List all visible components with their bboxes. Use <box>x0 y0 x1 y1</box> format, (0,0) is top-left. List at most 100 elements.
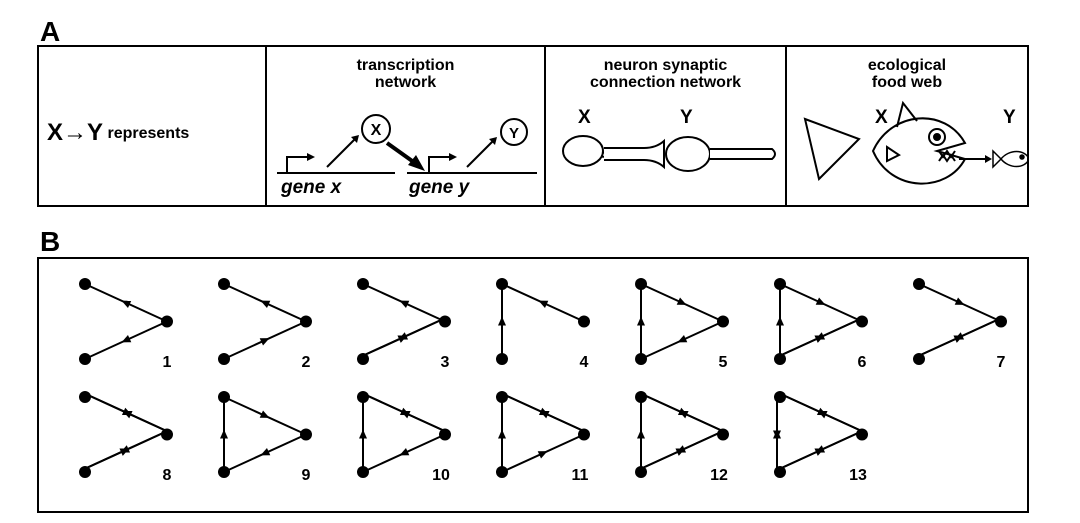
neuron-illustration <box>562 135 776 172</box>
transcription-network-title: transcription network <box>356 57 455 91</box>
motif-arrowhead <box>398 332 409 340</box>
motif-label: 5 <box>719 354 728 371</box>
motif-node <box>774 391 786 403</box>
food-web-x-label: X <box>875 107 888 128</box>
panel-a: X→Y represents transcription network X Y… <box>37 45 1029 207</box>
motif-arrowhead <box>776 316 784 326</box>
motif-arrowhead <box>539 410 550 419</box>
food-web-cell: ecological food web X Y <box>787 47 1027 205</box>
motif-arrowhead <box>954 332 965 340</box>
represents-label: X→Y represents <box>47 119 189 147</box>
motif-node <box>578 428 590 441</box>
motif-node <box>913 278 925 290</box>
motif-12: 12 <box>635 391 729 484</box>
motif-label: 12 <box>710 467 728 484</box>
motif-node <box>995 315 1007 328</box>
motif-label: 10 <box>432 467 450 484</box>
node-y-label: Y <box>509 125 519 142</box>
node-y-circle <box>500 118 528 146</box>
motif-label: 6 <box>858 354 867 371</box>
motif-2: 2 <box>218 278 312 371</box>
motif-arrowhead <box>498 316 506 326</box>
motif-node <box>161 315 173 328</box>
motif-node <box>496 391 508 403</box>
motif-node <box>218 278 230 290</box>
motif-label: 11 <box>572 467 589 484</box>
represents-y: Y <box>87 119 104 146</box>
motif-node <box>913 353 925 365</box>
motif-arrowhead <box>260 300 271 309</box>
motif-node <box>79 466 91 478</box>
node-x-label: X <box>371 122 382 139</box>
motif-arrowhead <box>121 300 132 309</box>
represents-text: represents <box>107 125 190 142</box>
motif-node <box>218 391 230 403</box>
motif-label: 9 <box>302 467 311 484</box>
transcription-network-illustration: X Y <box>277 114 537 174</box>
represents-cell: X→Y represents <box>39 47 267 205</box>
motif-arrowhead <box>259 410 270 418</box>
food-web-title: ecological food web <box>867 57 947 91</box>
big-fish-icon <box>803 100 967 185</box>
motif-node <box>218 466 230 478</box>
motif-arrowhead <box>259 338 270 346</box>
motif-arrowhead <box>676 297 687 305</box>
motif-node <box>774 466 786 478</box>
motif-label: 4 <box>580 354 589 371</box>
motif-arrowhead <box>537 451 548 459</box>
neuron-x-label: X <box>578 107 591 128</box>
motif-node <box>856 315 868 328</box>
motif-node <box>774 278 786 290</box>
gene-x-label: gene x <box>281 177 342 198</box>
motif-3: 3 <box>357 278 451 371</box>
motif-arrowhead <box>359 429 367 439</box>
motif-arrowhead <box>399 447 410 456</box>
motif-node <box>439 315 451 328</box>
neuron-network-title: neuron synaptic connection network <box>589 57 742 91</box>
motif-label: 3 <box>441 354 450 371</box>
motif-arrowhead <box>677 334 688 343</box>
gene-y-label: gene y <box>409 177 470 198</box>
motif-node <box>578 315 590 328</box>
motif-4: 4 <box>496 278 590 371</box>
motif-node <box>635 391 647 403</box>
neuron-y-axon <box>710 148 776 160</box>
motif-8: 8 <box>79 391 173 484</box>
motif-arrowhead <box>637 316 645 326</box>
node-x-circle <box>361 114 391 144</box>
motif-node <box>300 315 312 328</box>
motif-13: 13 <box>773 391 868 484</box>
motif-arrowhead <box>637 429 645 439</box>
motif-arrowhead <box>122 410 133 419</box>
motif-node <box>357 353 369 365</box>
motif-node <box>856 428 868 441</box>
neuron-y-label: Y <box>680 107 693 128</box>
motif-arrowhead <box>954 297 965 305</box>
motif-node <box>79 353 91 365</box>
motif-node <box>79 391 91 403</box>
motif-arrowhead <box>817 410 828 419</box>
motif-arrowhead <box>773 430 781 440</box>
motif-arrowhead <box>815 445 826 453</box>
motif-7: 7 <box>913 278 1007 371</box>
motif-node <box>717 315 729 328</box>
food-web-y-label: Y <box>1003 107 1016 128</box>
motif-node <box>496 278 508 290</box>
motif-node <box>496 353 508 365</box>
motif-arrowhead <box>260 447 271 456</box>
food-web-illustration <box>803 100 1027 185</box>
motif-node <box>357 466 369 478</box>
neuron-x-body <box>562 135 604 167</box>
motif-11: 11 <box>496 391 590 484</box>
motif-arrowhead <box>678 410 689 419</box>
motif-arrowhead <box>815 297 826 305</box>
motif-node <box>635 353 647 365</box>
motif-6: 6 <box>774 278 868 371</box>
motif-arrowhead <box>400 410 411 419</box>
motif-label: 7 <box>997 354 1006 371</box>
neuron-network-cell: neuron synaptic connection network X Y <box>546 47 787 205</box>
motif-label: 13 <box>849 467 867 484</box>
motif-arrowhead <box>676 445 687 453</box>
motif-node <box>635 466 647 478</box>
